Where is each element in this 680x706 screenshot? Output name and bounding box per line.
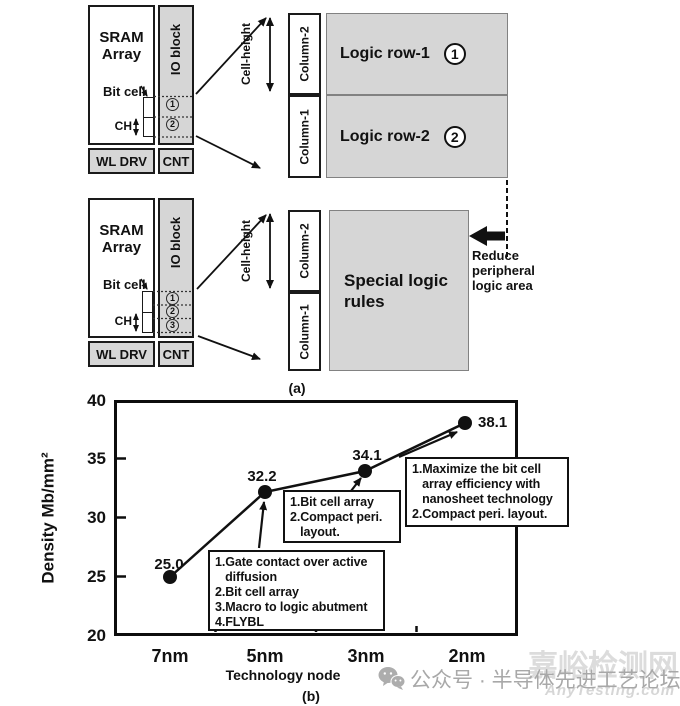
bit-cell-label-bottom: Bit cell <box>103 277 146 292</box>
io-slot-1-bottom: 1 <box>166 292 179 305</box>
annotation-line: 2.Bit cell array <box>215 585 299 599</box>
annotation-box-3nm: 1.Bit cell array 2.Compact peri. layout. <box>283 490 401 543</box>
column1-label: Column-1 <box>297 303 312 360</box>
cell-height-label-wrap-top: Cell-height <box>232 13 260 95</box>
logic-row-2-label: Logic row-2 <box>340 127 430 145</box>
sram-array-label: SRAM Array <box>99 29 144 63</box>
site-domain-watermark: AnyTesting.com <box>545 682 676 699</box>
x-tick-2nm: 2nm <box>448 646 486 666</box>
y-tick-30: 30 <box>87 508 106 527</box>
annotation-line: 2.Compact peri. layout. <box>412 507 548 521</box>
wechat-icon <box>378 667 406 690</box>
column2-label: Column-2 <box>297 223 312 279</box>
io-slot-2-bottom: 2 <box>166 305 179 318</box>
bit-cell-rect-bottom <box>142 291 153 333</box>
logic-row-1: Logic row-1 1 <box>326 13 508 95</box>
column1-label: Column-1 <box>297 108 312 165</box>
io-block-label: IO block <box>168 216 184 268</box>
site-watermark: 嘉峪检测网 <box>528 650 678 683</box>
annotation-line: 2.Compact peri. <box>290 510 383 524</box>
y-tick-20: 20 <box>87 626 106 645</box>
logic-row-2-badge: 2 <box>443 125 466 148</box>
annotation-box-5nm: 1.Gate contact over active diffusion 2.B… <box>208 550 385 631</box>
io-slot-1-top: 1 <box>166 98 179 111</box>
annotation-line: 3.Macro to logic abutment <box>215 600 368 614</box>
logic-row-1-badge: 1 <box>443 43 466 65</box>
logic-row-1-label: Logic row-1 <box>340 45 430 62</box>
cnt-box-top: CNT <box>158 148 194 174</box>
column2-box-top: Column-2 <box>288 13 321 95</box>
x-axis-label: Technology node <box>225 667 341 683</box>
point-label-38: 38.1 <box>478 414 508 431</box>
bit-cell-rect-top <box>143 97 154 137</box>
io-block-label: IO block <box>168 23 184 75</box>
cnt-box-bottom: CNT <box>158 341 194 367</box>
column2-label: Column-2 <box>297 26 312 82</box>
cell-height-label-wrap-bottom: Cell-height <box>232 210 260 292</box>
point-label-34: 34.1 <box>352 447 382 464</box>
sram-array-box-top: SRAM Array <box>88 5 155 145</box>
annotation-line: layout. <box>290 525 340 539</box>
special-logic-rules-box: Special logic rules <box>329 210 469 371</box>
column2-box-bottom: Column-2 <box>288 210 321 292</box>
annotation-line: 1.Bit cell array <box>290 495 374 509</box>
x-tick-3nm: 3nm <box>347 646 385 666</box>
wl-drv-box-top: WL DRV <box>88 148 155 174</box>
point-label-32: 32.2 <box>247 468 277 485</box>
cell-height-label: Cell-height <box>239 23 253 85</box>
x-tick-7nm: 7nm <box>151 646 189 666</box>
cell-height-label: Cell-height <box>239 220 253 282</box>
annotation-line: array efficiency with <box>412 477 541 491</box>
diag-arrow-bottom-2 <box>197 335 261 360</box>
io-slot-3-bottom: 3 <box>166 319 179 332</box>
column1-box-bottom: Column-1 <box>288 292 321 371</box>
annotation-line: 4.FLYBL <box>215 615 264 629</box>
x-tick-5nm: 5nm <box>246 646 284 666</box>
annotation-line: nanosheet technology <box>412 492 553 506</box>
panel-a-label: (a) <box>288 380 306 396</box>
y-tick-35: 35 <box>87 449 106 468</box>
ch-label-top: CH <box>114 119 132 133</box>
sram-array-label: SRAM Array <box>99 222 144 256</box>
panel-b-label: (b) <box>302 688 320 704</box>
ch-label-bottom: CH <box>114 314 132 328</box>
io-block-label-wrap-top: IO block <box>158 8 194 90</box>
annotation-line: diffusion <box>215 570 277 584</box>
y-tick-40: 40 <box>87 391 106 410</box>
logic-row-2: Logic row-2 2 <box>326 95 508 178</box>
reduce-peripheral-note: Reduce peripheral logic area <box>472 248 535 293</box>
wl-drv-box-bottom: WL DRV <box>88 341 155 367</box>
y-tick-25: 25 <box>87 567 106 586</box>
diag-arrow-top-2 <box>195 135 261 169</box>
io-slot-2-top: 2 <box>166 118 179 131</box>
bit-cell-divider <box>143 292 152 313</box>
bit-cell-label-top: Bit cell <box>103 84 146 99</box>
bit-cell-divider <box>144 98 153 118</box>
annotation-line: 1.Maximize the bit cell <box>412 462 541 476</box>
annotation-line: 1.Gate contact over active <box>215 555 368 569</box>
annotation-box-2nm: 1.Maximize the bit cell array efficiency… <box>405 457 569 527</box>
point-label-25: 25.0 <box>154 556 184 573</box>
io-block-label-wrap-bottom: IO block <box>158 201 194 283</box>
wechat-caption: 公众号 · 半导体先进工艺论坛 <box>410 669 680 692</box>
y-axis-label-wrap: Density Mb/mm² <box>34 402 64 634</box>
y-axis-label: Density Mb/mm² <box>39 452 59 584</box>
reduce-area-arrow <box>469 226 505 246</box>
column1-box-top: Column-1 <box>288 95 321 178</box>
